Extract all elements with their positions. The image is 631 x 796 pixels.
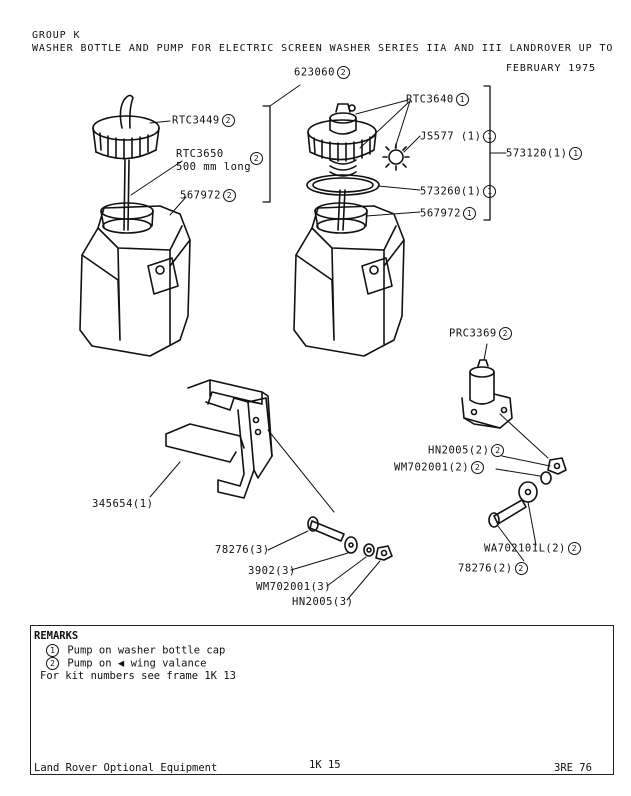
label-rtc3650-note: 2	[248, 152, 265, 165]
footer-frame: 1K 15	[309, 759, 341, 771]
remote-pump	[461, 359, 513, 429]
remark-line-2: 2 Pump on ◀ wing valance	[44, 657, 206, 670]
label-wm702001-left: WM702001(3)	[256, 581, 332, 593]
footer-left: Land Rover Optional Equipment	[34, 762, 218, 774]
remark-line-3: For kit numbers see frame 1K 13	[40, 670, 236, 682]
label-js577: JS577 (1)1	[420, 130, 498, 143]
label-rtc3650: RTC3650	[176, 148, 224, 160]
label-wm702001-right: WM702001(2)2	[394, 461, 486, 474]
group-label: GROUP K	[32, 30, 81, 41]
left-hand-arrow-icon: ◀	[117, 657, 125, 670]
label-bolt-78276-left: 78276(3)	[215, 544, 270, 556]
page-title: WASHER BOTTLE AND PUMP FOR ELECTRIC SCRE…	[32, 43, 614, 54]
title-date: FEBRUARY 1975	[506, 63, 596, 74]
label-rtc3650-length: 500 mm long	[176, 161, 252, 173]
left-washer-bottle	[79, 94, 191, 357]
footer-right: 3RE 76	[554, 762, 592, 774]
mounting-bracket	[165, 379, 273, 499]
label-bracket-345654: 345654(1)	[92, 498, 154, 510]
pump-fixings	[488, 457, 567, 528]
remark-line-1: 1 Pump on washer bottle cap	[44, 644, 225, 657]
label-kit-573120: 573120(1)1	[506, 147, 584, 160]
right-washer-bottle	[293, 103, 410, 357]
leader-lines	[130, 84, 551, 601]
label-bolt-78276-right: 78276(2)2	[458, 562, 530, 575]
label-seal-573260: 573260(1)1	[420, 185, 498, 198]
bracket-fixings	[307, 516, 393, 561]
label-wa702101: WA702101L(2)2	[484, 542, 583, 555]
label-hn2005-right: HN2005(2)2	[428, 444, 506, 457]
label-hn2005-left: HN2005(3)	[292, 596, 354, 608]
remarks-box	[30, 625, 614, 775]
remarks-heading: REMARKS	[34, 630, 79, 642]
label-washer-3902: 3902(3)	[248, 565, 296, 577]
grouping-braces	[262, 85, 491, 221]
